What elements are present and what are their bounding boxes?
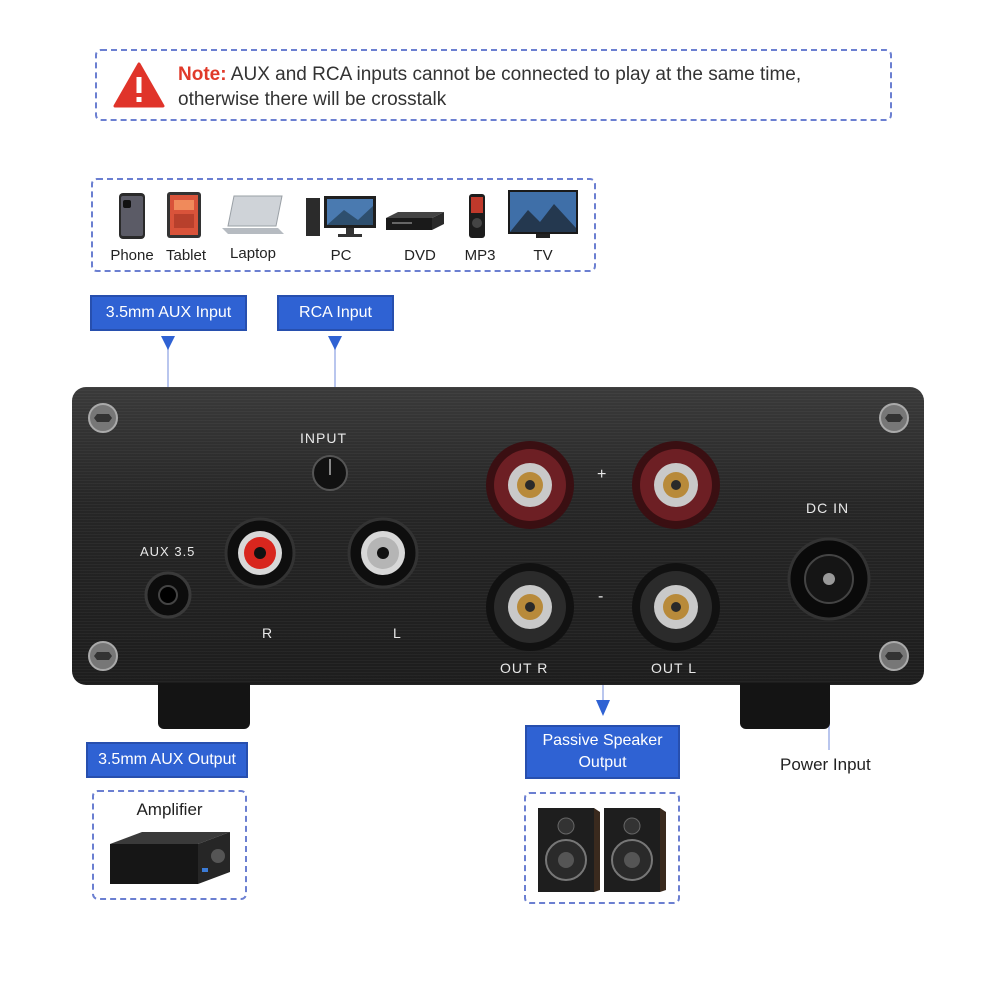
device-label-mp3: MP3 [464, 247, 496, 264]
panel-hardware [88, 403, 909, 671]
panel-rca-r-label: R [262, 625, 274, 641]
device-label-tv: TV [533, 247, 553, 264]
speaker-post-l-plus [632, 441, 720, 529]
amplifier-title: Amplifier [136, 800, 203, 819]
panel-dc-in-label: DC IN [806, 500, 850, 516]
phone-icon [119, 193, 145, 239]
aux-input-label: 3.5mm AUX Input [90, 295, 247, 331]
tablet-icon [167, 192, 201, 238]
source-devices-box [91, 178, 596, 272]
note-line2: otherwise there will be crosstalk [178, 89, 447, 110]
pc-icon [306, 196, 376, 237]
note-label: Note: [178, 64, 227, 85]
panel-out-r-label: OUT R [500, 660, 549, 676]
device-label-pc: PC [330, 247, 352, 264]
mp3-player-icon [469, 194, 485, 238]
panel-out-l-label: OUT L [651, 660, 697, 676]
amplifier-icon [110, 832, 230, 884]
warning-triangle-icon [113, 62, 165, 108]
device-label-phone: Phone [110, 247, 154, 264]
device-label-dvd: DVD [404, 247, 436, 264]
speaker-output-label: Passive Speaker Output [525, 725, 680, 779]
panel-plus-label: + [597, 466, 608, 483]
note-text: Note: AUX and RCA inputs cannot be conne… [178, 62, 878, 112]
speakers-box [524, 792, 680, 904]
speaker-post-r-minus [486, 563, 574, 651]
speaker-post-r-plus [486, 441, 574, 529]
panel-input-label: INPUT [300, 430, 347, 446]
laptop-icon [222, 195, 284, 234]
left-foot [158, 683, 250, 729]
amplifier-box [92, 790, 247, 900]
dvd-player-icon [386, 212, 444, 230]
tv-icon [508, 190, 578, 238]
right-foot [740, 683, 830, 729]
rca-input-arrow [328, 336, 342, 350]
aux-input-arrow [161, 336, 175, 350]
note-line1: AUX and RCA inputs cannot be connected t… [230, 64, 802, 85]
speaker-post-l-minus [632, 563, 720, 651]
speakers-icon [538, 808, 666, 892]
rca-input-label: RCA Input [277, 295, 394, 331]
panel-minus-label: - [598, 588, 605, 605]
right-speaker [604, 808, 666, 892]
note-box [95, 49, 892, 121]
speaker-output-line1: Passive Speaker [542, 732, 663, 749]
panel-aux-label: AUX 3.5 [140, 544, 196, 559]
device-label-laptop: Laptop [230, 245, 276, 262]
speaker-output-line2: Output [578, 754, 627, 771]
speaker-output-arrow [596, 700, 610, 716]
device-label-tablet: Tablet [165, 247, 207, 264]
corner-screws [88, 403, 909, 671]
aux-output-label: 3.5mm AUX Output [86, 742, 248, 778]
left-speaker [538, 808, 600, 892]
power-input-label: Power Input [780, 755, 871, 774]
panel-rca-l-label: L [393, 625, 402, 641]
